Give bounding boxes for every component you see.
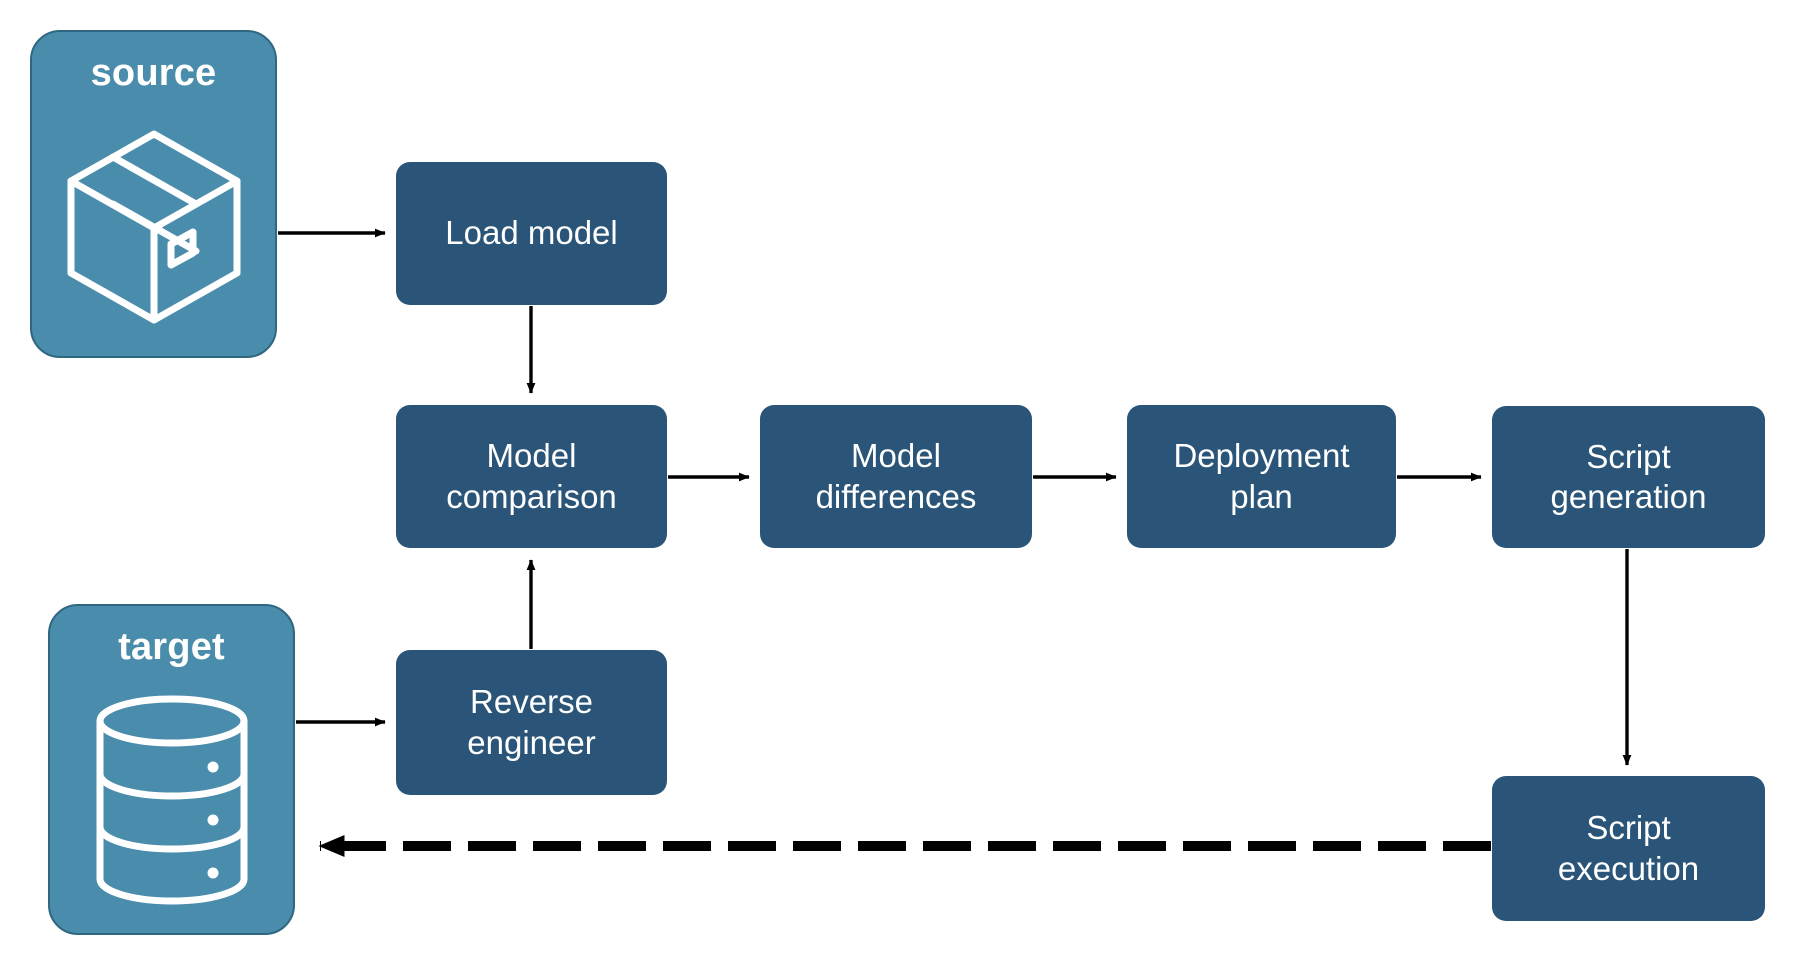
package-box-icon [32, 92, 275, 356]
process-script-generation[interactable]: Script generation [1492, 406, 1765, 548]
process-load-model[interactable]: Load model [396, 162, 667, 305]
process-reverse-engineer-label: Reverse engineer [467, 683, 596, 761]
database-cylinder-icon [50, 666, 293, 933]
process-deployment-plan-label: Deployment plan [1173, 437, 1350, 515]
process-load-model-label: Load model [445, 214, 618, 252]
endpoint-target-label: target [118, 626, 225, 668]
process-model-differences[interactable]: Model differences [760, 405, 1032, 548]
process-script-execution-label: Script execution [1557, 809, 1700, 887]
process-deployment-plan[interactable]: Deployment plan [1127, 405, 1396, 548]
process-reverse-engineer[interactable]: Reverse engineer [396, 650, 667, 795]
endpoint-target[interactable]: target [48, 604, 295, 935]
process-script-execution[interactable]: Script execution [1492, 776, 1765, 921]
process-script-generation-label: Script generation [1550, 437, 1707, 515]
process-model-differences-label: Model differences [815, 437, 977, 515]
process-model-comparison[interactable]: Model comparison [396, 405, 667, 548]
process-model-comparison-label: Model comparison [446, 437, 617, 515]
endpoint-source[interactable]: source [30, 30, 277, 358]
endpoint-source-label: source [90, 52, 217, 94]
